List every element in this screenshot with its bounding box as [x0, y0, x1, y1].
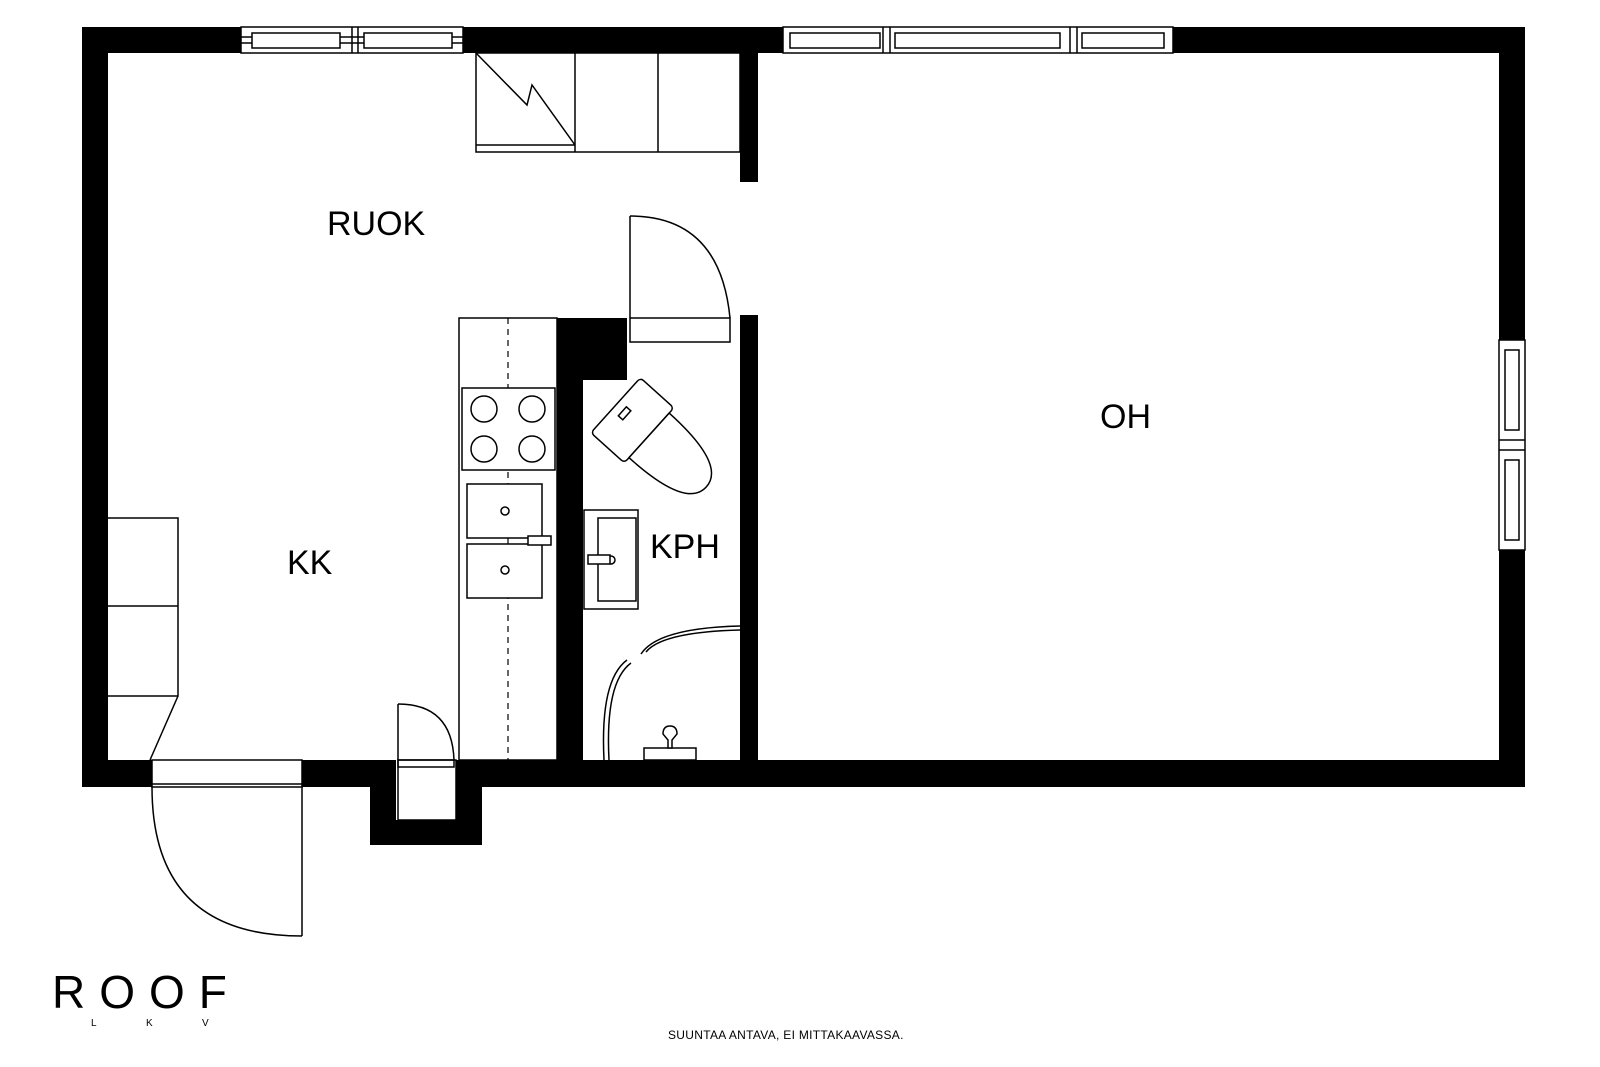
- room-label-kph: KPH: [650, 528, 720, 566]
- room-label-oh: OH: [1100, 398, 1151, 436]
- front-door: [151, 759, 303, 937]
- window-top-right: [782, 26, 1174, 54]
- interior-walls: [557, 27, 758, 787]
- outer-walls: [82, 27, 1525, 845]
- bathroom-sink: [583, 509, 639, 610]
- shower: [602, 625, 741, 761]
- kitchen-counter: [458, 317, 558, 761]
- window-top-left: [240, 26, 464, 54]
- scale-disclaimer: SUUNTAA ANTAVA, EI MITTAKAAVASSA.: [668, 1028, 904, 1042]
- room-label-kk: KK: [287, 544, 333, 582]
- toilet: [591, 378, 713, 495]
- kitchen-top-cabinets: [475, 52, 741, 153]
- logo-sub-k: K: [146, 1018, 153, 1029]
- logo-sub-l: L: [91, 1018, 97, 1029]
- bathroom-door: [629, 215, 731, 343]
- entry-shelf: [108, 517, 179, 761]
- logo-sub-v: V: [202, 1018, 209, 1029]
- closet-door: [397, 703, 457, 821]
- window-right: [1498, 339, 1526, 551]
- room-label-ruok: RUOK: [327, 205, 426, 243]
- roof-logo: ROOF L K V: [52, 966, 241, 1029]
- logo-main-text: ROOF: [52, 966, 241, 1018]
